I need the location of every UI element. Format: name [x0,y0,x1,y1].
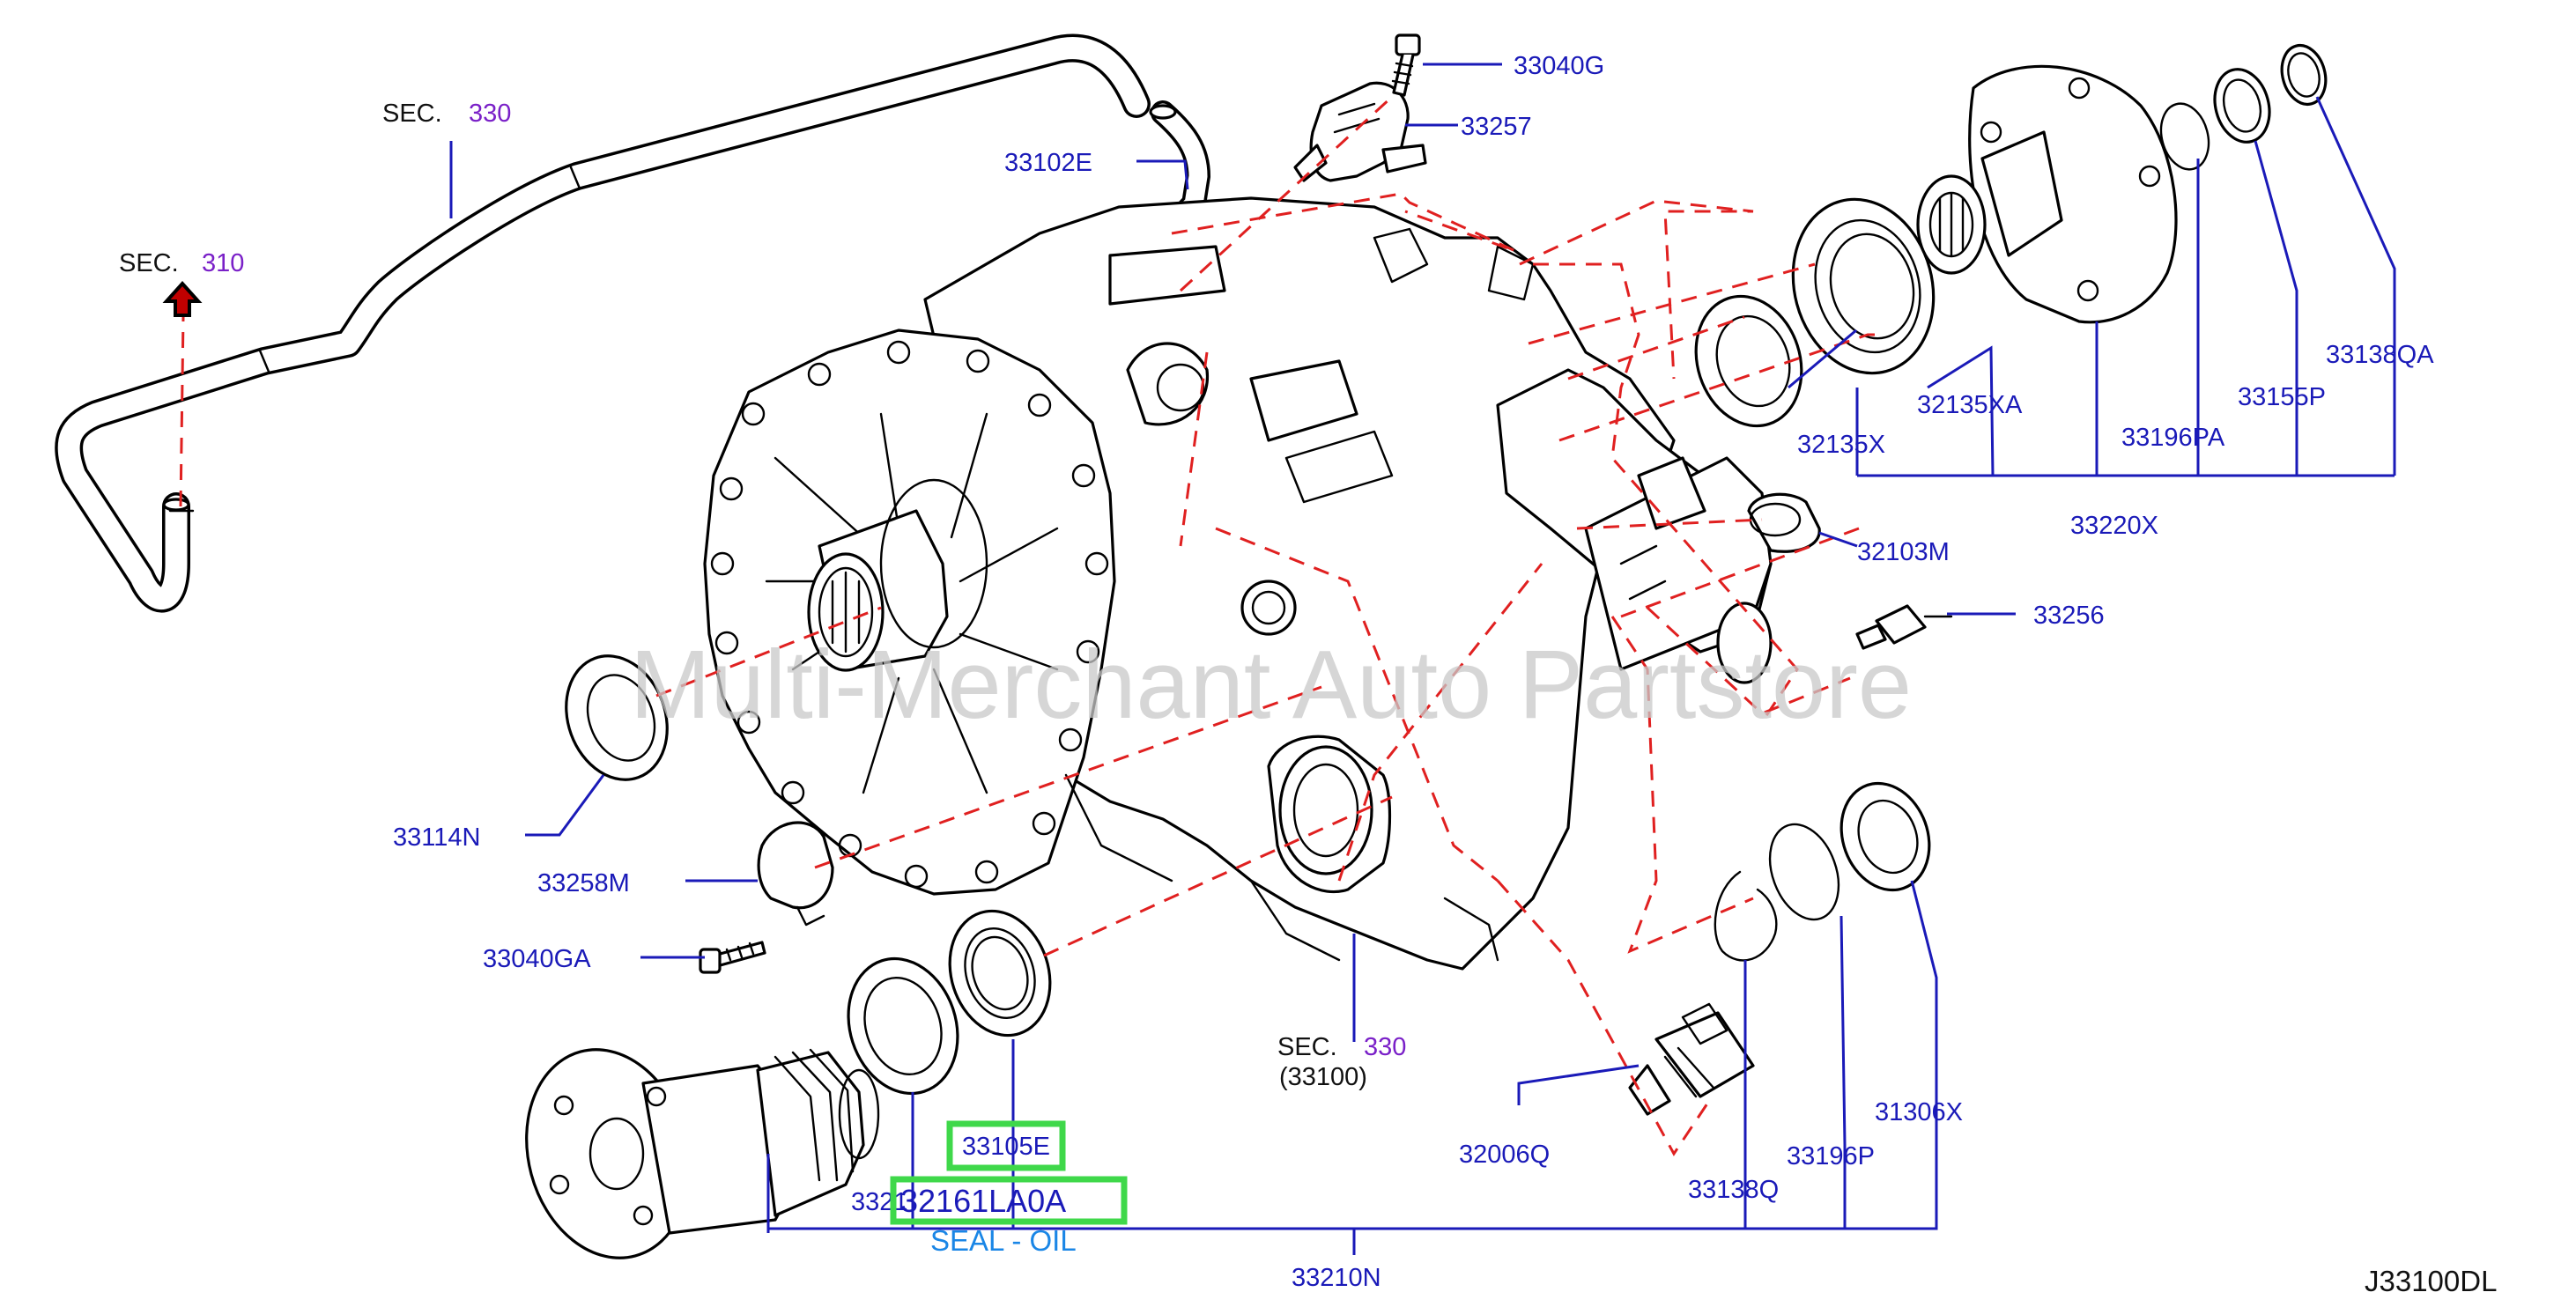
part-label-32006Q[interactable]: 32006Q [1459,1141,1550,1169]
part-label-33210N[interactable]: 33210N [1292,1264,1381,1292]
section-prefix: SEC. [1277,1033,1337,1061]
sensor-33257 [1293,81,1427,182]
oil-seal-32135X [1694,294,1803,428]
sensor-33256 [1855,604,1953,650]
part-label-33040G[interactable]: 33040G [1514,52,1604,80]
snap-ring-33138Q [1714,870,1778,962]
part-label-33258M[interactable]: 33258M [537,869,630,897]
bearing-31306X [1839,781,1931,892]
snap-ring-33138QA [2280,43,2328,107]
bolt-33040GA [699,941,766,974]
part-label-33040GA[interactable]: 33040GA [483,945,591,973]
section-subref: (33100) [1279,1063,1367,1091]
companion-flange-33210N [525,1048,880,1259]
bearing-32135XA [1791,197,1936,375]
part-label-33196P[interactable]: 33196P [1787,1142,1875,1170]
highlight-box [890,1176,1128,1225]
part-label-32103M[interactable]: 32103M [1857,538,1950,566]
part-label-33257[interactable]: 33257 [1461,113,1532,141]
part-label-31306X[interactable]: 31306X [1875,1098,1963,1126]
oil-seal-33114N [565,654,669,781]
highlight-33105E[interactable]: 33105E [946,1120,1066,1171]
section-prefix: SEC. [119,249,179,277]
part-labels: 33040G 33257 33102E 32135XA 32135X 33196… [393,52,2434,1292]
part-label-33102E[interactable]: 33102E [1004,149,1092,177]
part-label-32135X[interactable]: 32135X [1797,431,1885,459]
transfer-case-housing [703,196,1773,971]
part-label-32135XA[interactable]: 32135XA [1917,391,2023,419]
part-label-33114N[interactable]: 33114N [393,823,480,852]
diagram-code: J33100DL [2365,1265,2497,1297]
highlighted-part-number[interactable]: 32161LA0A [900,1183,1066,1219]
oil-seal-3321xx [847,956,959,1096]
oil-seal-32161LA0A [948,909,1052,1037]
switch-32006Q [1628,1002,1755,1116]
flange-33220X [1916,64,2178,324]
watermark: Multi-Merchant Auto Partstore [630,631,1912,739]
section-ref-330-top[interactable]: SEC. 330 [382,100,511,128]
part-label-33105E[interactable]: 33105E [962,1133,1050,1161]
part-label-33138Q[interactable]: 33138Q [1688,1176,1779,1204]
o-ring-33196P [1768,823,1840,921]
section-310-arrow-icon [162,281,203,317]
part-label-3321xx[interactable]: 3321 [851,1188,908,1216]
part-label-33138QA[interactable]: 33138QA [2326,341,2434,369]
section-number[interactable]: 310 [202,249,244,277]
section-ref-310[interactable]: SEC. 310 [119,249,244,277]
part-label-33196PA[interactable]: 33196PA [2121,424,2225,452]
bolt-33040G [1391,33,1421,97]
leader-lines [449,63,2396,1255]
sensor-cover-33258M [757,821,834,927]
highlight-box [946,1120,1066,1171]
o-ring-33196PA [2159,102,2210,171]
part-label-33256[interactable]: 33256 [2033,602,2105,630]
part-label-33220X[interactable]: 33220X [2070,512,2158,540]
section-number[interactable]: 330 [1364,1033,1406,1061]
breather-hose [55,33,1151,613]
part-label-33155P[interactable]: 33155P [2238,383,2326,411]
section-prefix: SEC. [382,100,442,128]
highlighted-part-description: SEAL - OIL [930,1224,1077,1257]
section-number[interactable]: 330 [469,100,511,128]
highlight-32161LA0A[interactable]: 32161LA0A SEAL - OIL [890,1176,1128,1257]
section-ref-330-bottom[interactable]: SEC. 330 (33100) [1277,1033,1406,1091]
phantom-lines [179,95,1885,1156]
washer-33155P [2213,68,2271,144]
